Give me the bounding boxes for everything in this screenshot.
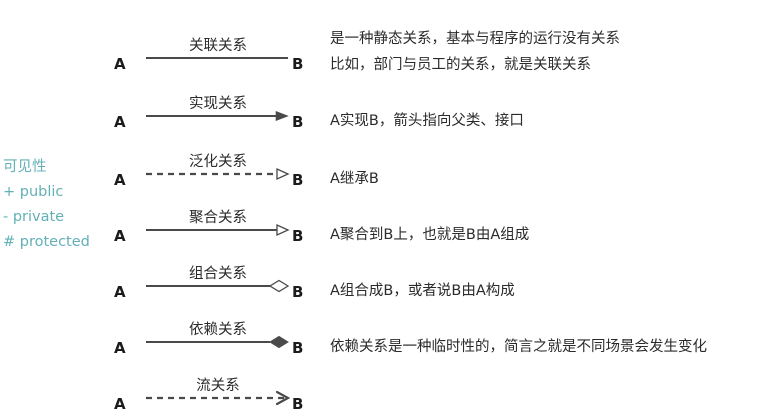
relationship-name: 组合关系 xyxy=(189,266,247,282)
connector-open-arrow-icon xyxy=(146,390,291,406)
connector-none-icon xyxy=(146,57,288,59)
relationship-row: A B 组合关系 A组合成B，或者说B由A构成 xyxy=(112,250,779,306)
description-line: 是一种静态关系，基本与程序的运行没有关系 xyxy=(330,31,620,47)
description-line: A组合成B，或者说B由A构成 xyxy=(330,283,515,299)
connector-filled-diamond-icon xyxy=(146,335,289,349)
relationship-diagram: A B 泛化关系 xyxy=(112,138,312,194)
description-line: 比如，部门与员工的关系，就是关联关系 xyxy=(330,57,591,73)
description-line: A实现B，箭头指向父类、接口 xyxy=(330,113,524,129)
visibility-legend: 可见性 + public - private # protected xyxy=(3,155,107,255)
relationship-name: 流关系 xyxy=(196,378,240,394)
relationship-diagram: A B 流关系 xyxy=(112,362,312,418)
relationship-diagram: A B 依赖关系 xyxy=(112,306,312,362)
target-node-label: B xyxy=(292,113,304,131)
target-node-label: B xyxy=(292,55,304,73)
target-node-label: B xyxy=(292,227,304,245)
visibility-item-public: + public xyxy=(3,184,64,200)
relationship-name: 依赖关系 xyxy=(189,322,247,338)
description-line: A聚合到B上，也就是B由A组成 xyxy=(330,227,530,243)
target-node-label: B xyxy=(292,283,304,301)
relationship-name: 实现关系 xyxy=(189,96,247,112)
source-node-label: A xyxy=(114,227,126,245)
source-node-label: A xyxy=(114,339,126,357)
target-node-label: B xyxy=(292,171,304,189)
source-node-label: A xyxy=(114,283,126,301)
connector-hollow-diamond-icon xyxy=(146,279,290,293)
description-line: A继承B xyxy=(330,171,379,187)
relationship-row: A B 流关系 xyxy=(112,362,779,418)
relationship-description: 依赖关系是一种临时性的，简言之就是不同场景会发生变化 xyxy=(330,334,779,360)
relationship-description: A继承B xyxy=(330,166,779,192)
visibility-item-protected: # protected xyxy=(3,234,90,250)
visibility-title: 可见性 xyxy=(3,159,47,175)
relationship-name: 泛化关系 xyxy=(189,154,247,170)
target-node-label: B xyxy=(292,395,304,413)
relationship-diagram: A B 实现关系 xyxy=(112,80,312,136)
relationship-diagram: A B 关联关系 xyxy=(112,22,312,78)
connector-filled-triangle-icon xyxy=(146,110,289,122)
connector-hollow-triangle-icon xyxy=(146,223,290,237)
target-node-label: B xyxy=(292,339,304,357)
relationship-row: A B 泛化关系 A继承B xyxy=(112,138,779,194)
source-node-label: A xyxy=(114,113,126,131)
relationship-row: A B 关联关系 是一种静态关系，基本与程序的运行没有关系比如，部门与员工的关系，就是… xyxy=(112,22,779,78)
relationship-name: 关联关系 xyxy=(189,38,247,54)
source-node-label: A xyxy=(114,395,126,413)
relationship-description: A实现B，箭头指向父类、接口 xyxy=(330,108,779,134)
relationship-description: 是一种静态关系，基本与程序的运行没有关系比如，部门与员工的关系，就是关联关系 xyxy=(330,26,779,78)
connector-hollow-triangle-icon xyxy=(146,167,290,181)
source-node-label: A xyxy=(114,171,126,189)
relationship-description: A组合成B，或者说B由A构成 xyxy=(330,278,779,304)
relationship-row: A B 实现关系 A实现B，箭头指向父类、接口 xyxy=(112,80,779,136)
relationship-diagram: A B 聚合关系 xyxy=(112,194,312,250)
visibility-item-private: - private xyxy=(3,209,65,225)
relationship-row: A B 依赖关系依赖关系是一种临时性的，简言之就是不同场景会发生变化 xyxy=(112,306,779,362)
description-line: 依赖关系是一种临时性的，简言之就是不同场景会发生变化 xyxy=(330,339,707,355)
relationship-description: A聚合到B上，也就是B由A组成 xyxy=(330,222,779,248)
relationship-diagram: A B 组合关系 xyxy=(112,250,312,306)
relationship-name: 聚合关系 xyxy=(189,210,247,226)
source-node-label: A xyxy=(114,55,126,73)
relationship-row: A B 聚合关系 A聚合到B上，也就是B由A组成 xyxy=(112,194,779,250)
